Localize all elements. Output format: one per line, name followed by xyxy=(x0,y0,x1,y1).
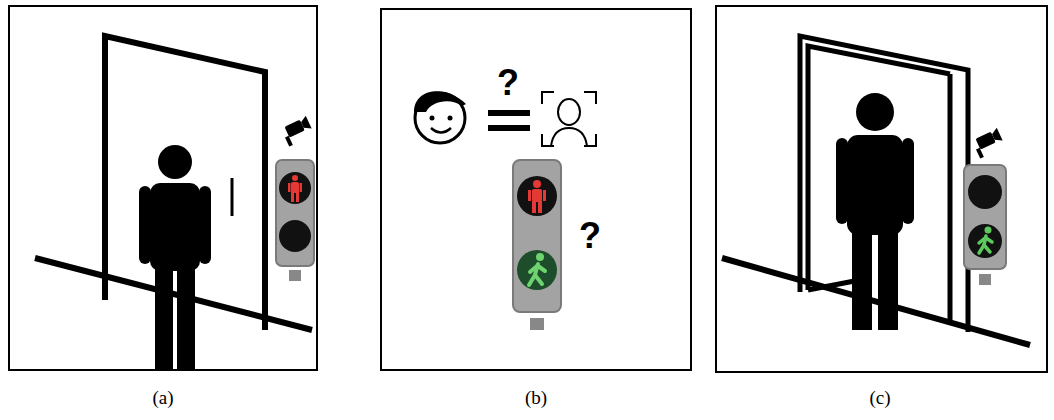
traffic-light-part xyxy=(279,172,311,204)
camera-icon-part xyxy=(990,128,1002,144)
panel-caption: (c) xyxy=(869,387,890,409)
traffic-light-part-part xyxy=(530,266,537,272)
equals-sign xyxy=(488,110,530,131)
person-figure xyxy=(836,93,914,330)
person-figure-part xyxy=(139,186,151,264)
face-icon xyxy=(414,91,466,143)
open-door-part xyxy=(948,74,953,320)
traffic-light-part-part xyxy=(296,192,299,202)
person-figure-part xyxy=(836,138,848,224)
camera-icon-part xyxy=(976,148,984,159)
traffic-light-part xyxy=(979,236,992,253)
traffic-light-part xyxy=(279,220,311,252)
person-figure-part xyxy=(155,262,173,370)
traffic-light xyxy=(276,160,314,281)
traffic-light-part xyxy=(979,274,991,285)
face-icon-part xyxy=(431,128,451,133)
camera-icon-part xyxy=(285,136,293,147)
traffic-light xyxy=(513,160,561,330)
equals-sign-part xyxy=(488,110,530,116)
camera-icon xyxy=(971,128,1005,159)
traffic-light-part xyxy=(517,176,557,216)
person-figure-part xyxy=(878,226,898,330)
face-scan-icon-part xyxy=(551,128,587,146)
person-figure xyxy=(139,145,211,370)
traffic-light-part-part xyxy=(532,189,542,202)
camera-icon xyxy=(280,116,314,147)
person-figure-part xyxy=(847,135,903,235)
traffic-light-part-part xyxy=(288,183,291,192)
person-figure-part xyxy=(199,186,211,264)
person-figure-part xyxy=(177,262,195,370)
question-mark: ? xyxy=(579,215,601,256)
traffic-light-part-part xyxy=(291,192,294,202)
traffic-light-part xyxy=(536,253,544,261)
traffic-light-part xyxy=(985,227,992,234)
face-icon-part xyxy=(448,116,453,121)
traffic-light-part xyxy=(964,165,1006,269)
question-mark: ? xyxy=(497,62,519,103)
traffic-light-part xyxy=(288,175,302,202)
face-icon-part xyxy=(430,116,435,121)
traffic-light-part xyxy=(528,180,546,213)
traffic-light-part-part xyxy=(532,201,536,213)
traffic-light-part-part xyxy=(535,275,542,284)
face-icon-part xyxy=(414,91,466,112)
traffic-light-part xyxy=(968,224,1002,258)
floor-line xyxy=(722,258,1030,345)
person-figure-part xyxy=(158,145,192,179)
traffic-light-part xyxy=(529,264,545,285)
traffic-light-part-part xyxy=(543,190,546,201)
panel-caption: (a) xyxy=(152,387,173,409)
person-figure-part xyxy=(852,226,872,330)
face-scan-icon xyxy=(542,92,596,146)
traffic-light-part xyxy=(513,160,561,312)
camera-icon-part xyxy=(299,116,311,132)
traffic-light-part-part xyxy=(528,190,531,201)
door-handle xyxy=(232,178,233,216)
traffic-light xyxy=(964,165,1006,285)
open-door-part xyxy=(800,36,968,332)
image-panel: ??(b) xyxy=(380,8,692,371)
traffic-light-part xyxy=(289,270,301,281)
open-door xyxy=(800,36,968,332)
traffic-light-part-part xyxy=(538,201,542,213)
image-panel: (a) xyxy=(8,5,318,371)
traffic-light-part-part xyxy=(979,238,985,243)
face-scan-icon-part xyxy=(558,99,580,125)
traffic-light-part xyxy=(968,175,1002,209)
face-scan-icon-part xyxy=(584,92,596,104)
traffic-light-part-part xyxy=(538,266,545,271)
person-figure-part xyxy=(902,138,914,224)
panel-caption: (b) xyxy=(525,387,547,409)
traffic-light-part-part xyxy=(292,175,298,181)
traffic-light-part-part xyxy=(986,238,992,242)
traffic-light-part xyxy=(517,250,557,290)
door-handle-part xyxy=(231,178,234,216)
traffic-light-part-part xyxy=(291,182,299,193)
person-figure-part xyxy=(856,93,894,131)
person-figure-part xyxy=(150,183,200,271)
equals-sign-part xyxy=(488,125,530,131)
traffic-light-part xyxy=(530,318,544,330)
floor-line-part xyxy=(722,258,1030,345)
traffic-light-part-part xyxy=(984,245,990,252)
traffic-light-part xyxy=(276,160,314,266)
traffic-light-part-part xyxy=(300,183,303,192)
traffic-light-part-part xyxy=(533,180,541,188)
face-scan-icon-part xyxy=(542,92,554,104)
image-panel: (c) xyxy=(715,5,1048,373)
